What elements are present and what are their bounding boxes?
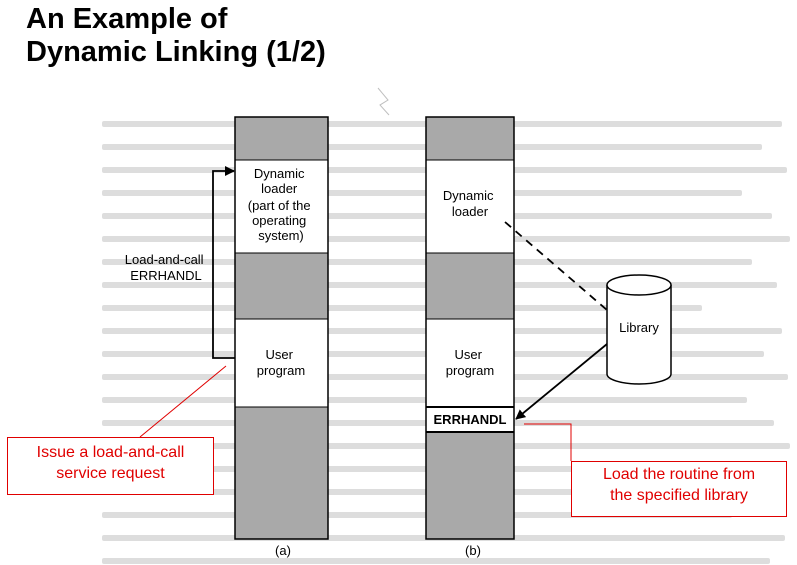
dynamic-loader-block-a: [235, 160, 328, 253]
caption-a: (a): [275, 543, 291, 558]
errhandl-label: ERRHANDL: [434, 412, 507, 427]
user-program-block-b: [426, 319, 514, 407]
left-callout-connector: [139, 365, 227, 438]
loader-library-dashed-link: [504, 221, 608, 311]
dynamic-loader-block-b: [426, 160, 514, 253]
title-line-2: Dynamic Linking (1/2): [26, 36, 326, 68]
dynamic-loader-label-a: Dynamic loader (part of the operating sy…: [248, 166, 315, 243]
scan-artifact-scribble: [377, 87, 390, 116]
shaded-block-a-bottom: [235, 407, 328, 539]
shaded-block-b-top: [426, 117, 514, 160]
title-line-1: An Example of: [26, 3, 228, 35]
right-callout-connector: [524, 423, 572, 461]
shaded-block-a-top: [235, 117, 328, 160]
memory-column-b: Dynamic loader User program ERRHANDL (b): [425, 116, 515, 558]
caption-b: (b): [465, 543, 481, 558]
user-program-label-a: User program: [257, 347, 305, 378]
memory-outline-a: [234, 116, 329, 540]
user-program-label-b: User program: [446, 347, 494, 378]
library-to-errhandl-arrow: [515, 343, 608, 420]
shaded-block-b-bottom: [426, 432, 514, 539]
slide-title: An Example of Dynamic Linking (1/2): [26, 3, 326, 69]
memory-column-a: Dynamic loader (part of the operating sy…: [234, 116, 329, 558]
callout-issue-load-and-call: Issue a load-and-call service request: [7, 437, 214, 495]
shaded-block-b-middle: [426, 253, 514, 319]
memory-outline-b: [425, 116, 515, 540]
library-label: Library: [619, 320, 659, 335]
errhandl-block: [426, 407, 514, 432]
user-program-block-a: [235, 319, 328, 407]
load-and-call-arrow: [212, 166, 235, 359]
shaded-block-a-middle: [235, 253, 328, 319]
callout-load-routine: Load the routine from the specified libr…: [571, 461, 787, 517]
library-cylinder-icon: [606, 274, 672, 385]
dynamic-loader-label-b: Dynamic loader: [443, 188, 497, 219]
load-and-call-label: Load-and-call ERRHANDL: [125, 252, 207, 283]
